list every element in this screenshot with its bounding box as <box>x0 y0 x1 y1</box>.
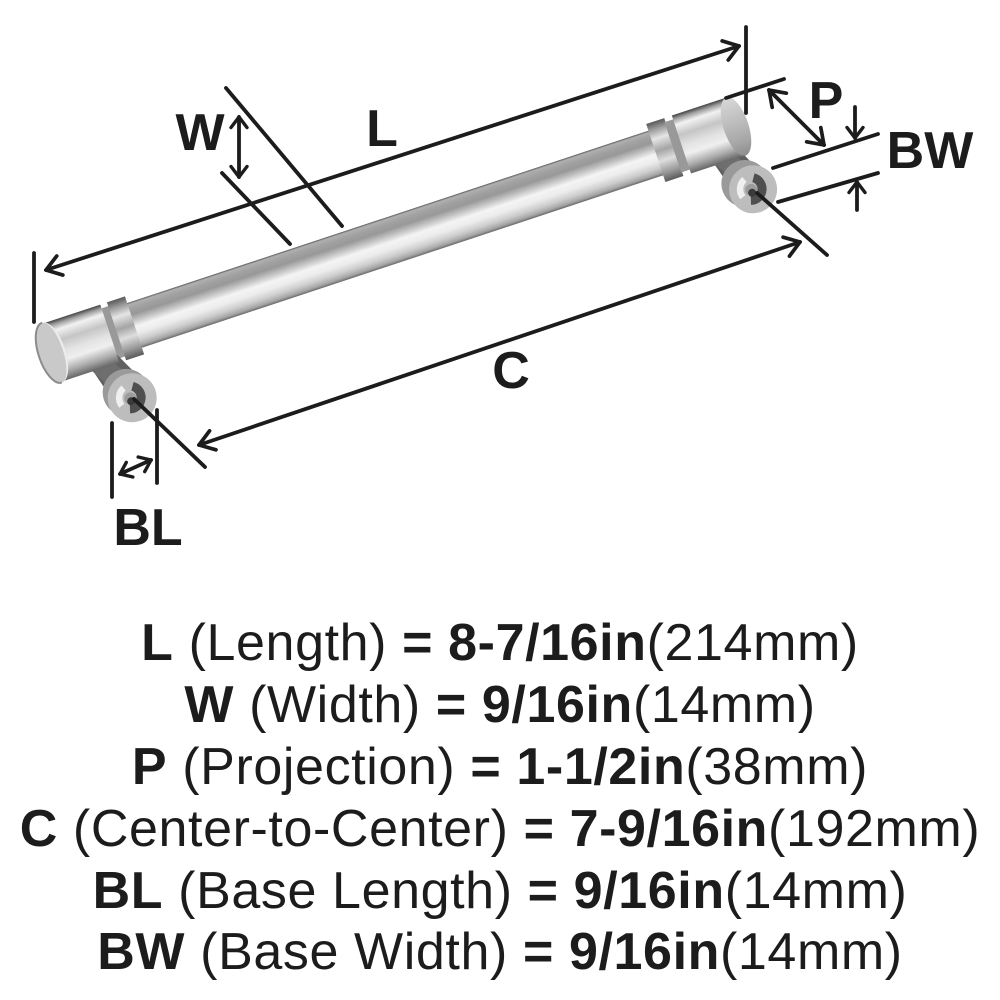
svg-text:W: W <box>175 104 225 162</box>
svg-text:L: L <box>366 100 398 158</box>
svg-text:BL (Base Length) = 9/16in(14mm: BL (Base Length) = 9/16in(14mm) <box>93 862 908 920</box>
svg-text:BW: BW <box>887 122 975 180</box>
svg-text:C (Center-to-Center) = 7-9/16i: C (Center-to-Center) = 7-9/16in(192mm) <box>20 800 981 858</box>
svg-text:L (Length) = 8-7/16in(214mm): L (Length) = 8-7/16in(214mm) <box>141 614 859 672</box>
svg-text:P: P <box>809 72 844 130</box>
svg-text:BW (Base Width) = 9/16in(14mm): BW (Base Width) = 9/16in(14mm) <box>97 923 902 981</box>
svg-text:BL: BL <box>113 499 182 557</box>
svg-text:W (Width) = 9/16in(14mm): W (Width) = 9/16in(14mm) <box>184 676 815 734</box>
svg-text:C: C <box>492 342 530 400</box>
svg-text:P (Projection) = 1-1/2in(38mm): P (Projection) = 1-1/2in(38mm) <box>132 738 868 796</box>
